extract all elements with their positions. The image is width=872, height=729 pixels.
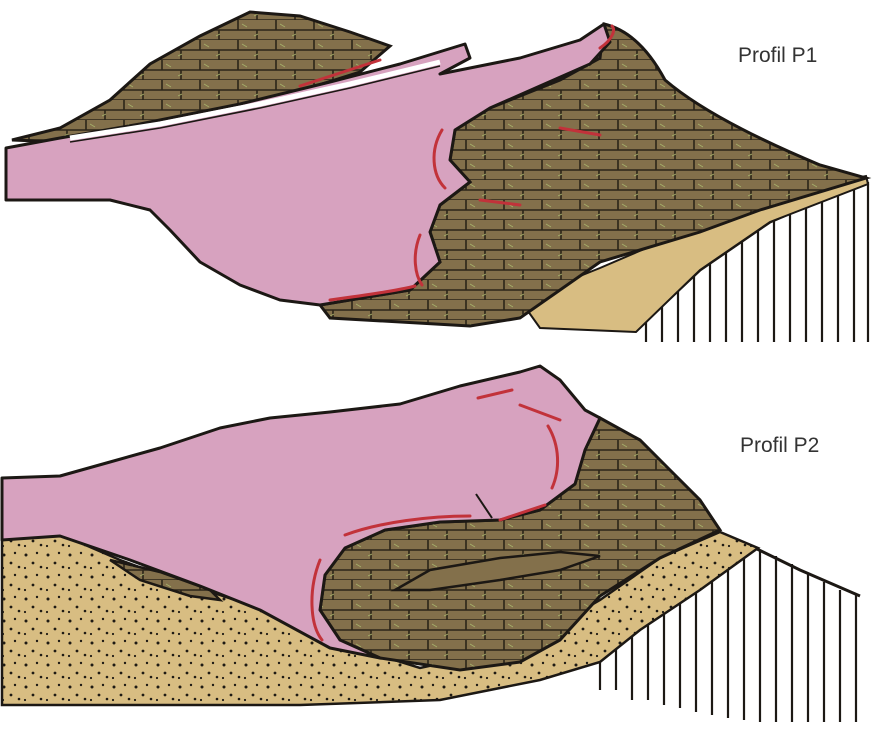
profile-p2: Profil P2 <box>2 366 860 722</box>
profile-p1-label: Profil P1 <box>738 44 817 67</box>
profile-p2-label: Profil P2 <box>740 434 819 457</box>
profile-p1: Profil P1 <box>6 12 868 342</box>
